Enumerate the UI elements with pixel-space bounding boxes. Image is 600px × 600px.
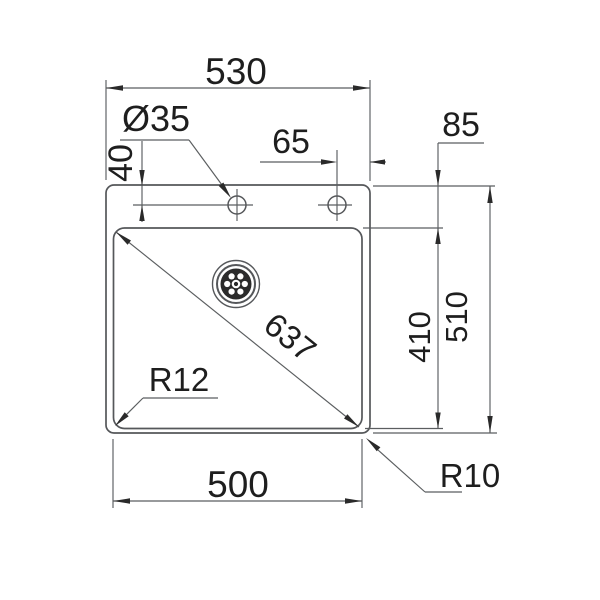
arrowhead-up <box>139 205 145 221</box>
drain-inner-ring <box>216 264 256 304</box>
drain-strainer-holes <box>224 273 248 295</box>
arrowhead-down <box>435 170 441 186</box>
tap-holes <box>133 150 352 221</box>
arrowhead-up <box>487 186 493 203</box>
dim-tap-hole-diameter: Ø35 <box>120 98 231 198</box>
arrowhead-right <box>345 498 362 504</box>
dim-label-bowl-depth: 410 <box>402 311 437 363</box>
arrowhead-leader <box>218 182 231 198</box>
dim-label-bowl-corner-radius: R12 <box>149 361 210 398</box>
sink-outline <box>105 184 371 434</box>
dim-label-outer-corner-radius: R10 <box>440 457 501 494</box>
dim-label-bowl-width: 500 <box>207 464 269 505</box>
arrowhead-right <box>321 159 337 165</box>
dim-label-tap-hole-offset-top: 40 <box>102 144 140 182</box>
center-tap-hole <box>227 195 247 215</box>
leader-line <box>188 139 223 186</box>
sink-bowl-edge <box>112 227 363 430</box>
arrowhead-lower-right <box>344 414 359 427</box>
dim-rim-to-bowl-top: 85 <box>373 106 495 429</box>
arrowhead-left <box>113 498 130 504</box>
dim-bowl-width: 500 <box>112 439 363 508</box>
drain-outer-ring <box>211 259 261 309</box>
arrowhead-down <box>139 170 145 186</box>
dim-bowl-corner-radius: R12 <box>115 361 218 426</box>
dim-label-overall-width: 530 <box>205 51 267 92</box>
dim-label-rim-to-bowl-top: 85 <box>442 106 480 144</box>
dim-tap-hole-offset-top: 40 <box>102 141 145 222</box>
dim-label-bowl-diagonal: 637 <box>257 305 323 368</box>
arrowhead-down <box>435 412 441 429</box>
dim-overall-depth: 510 <box>373 186 497 434</box>
leader-line <box>377 449 426 493</box>
arrowhead-left <box>106 85 123 91</box>
arrowhead-left <box>370 159 385 165</box>
right-tap-hole <box>327 195 347 215</box>
arrowhead-down <box>487 416 493 433</box>
dim-outer-corner-radius: R10 <box>366 438 500 494</box>
dim-bowl-depth: 410 <box>363 227 443 430</box>
arrowhead-leader <box>366 438 381 452</box>
sink-outer-edge <box>105 184 371 434</box>
dim-label-tap-hole-offset-right: 65 <box>272 123 310 161</box>
arrowhead-upper-left <box>116 232 131 245</box>
arrowhead-leader <box>115 412 129 426</box>
drain-center-dot <box>233 281 239 287</box>
leader-line <box>125 397 144 416</box>
diagonal-dimension-line <box>115 231 360 428</box>
dim-overall-width: 530 <box>105 51 371 181</box>
dim-label-tap-hole-diameter: Ø35 <box>122 98 190 139</box>
dim-tap-hole-offset-right: 65 <box>260 123 386 165</box>
arrowhead-up <box>435 228 441 244</box>
drain <box>211 259 261 309</box>
dim-label-overall-depth: 510 <box>439 291 474 343</box>
arrowhead-right <box>353 85 370 91</box>
